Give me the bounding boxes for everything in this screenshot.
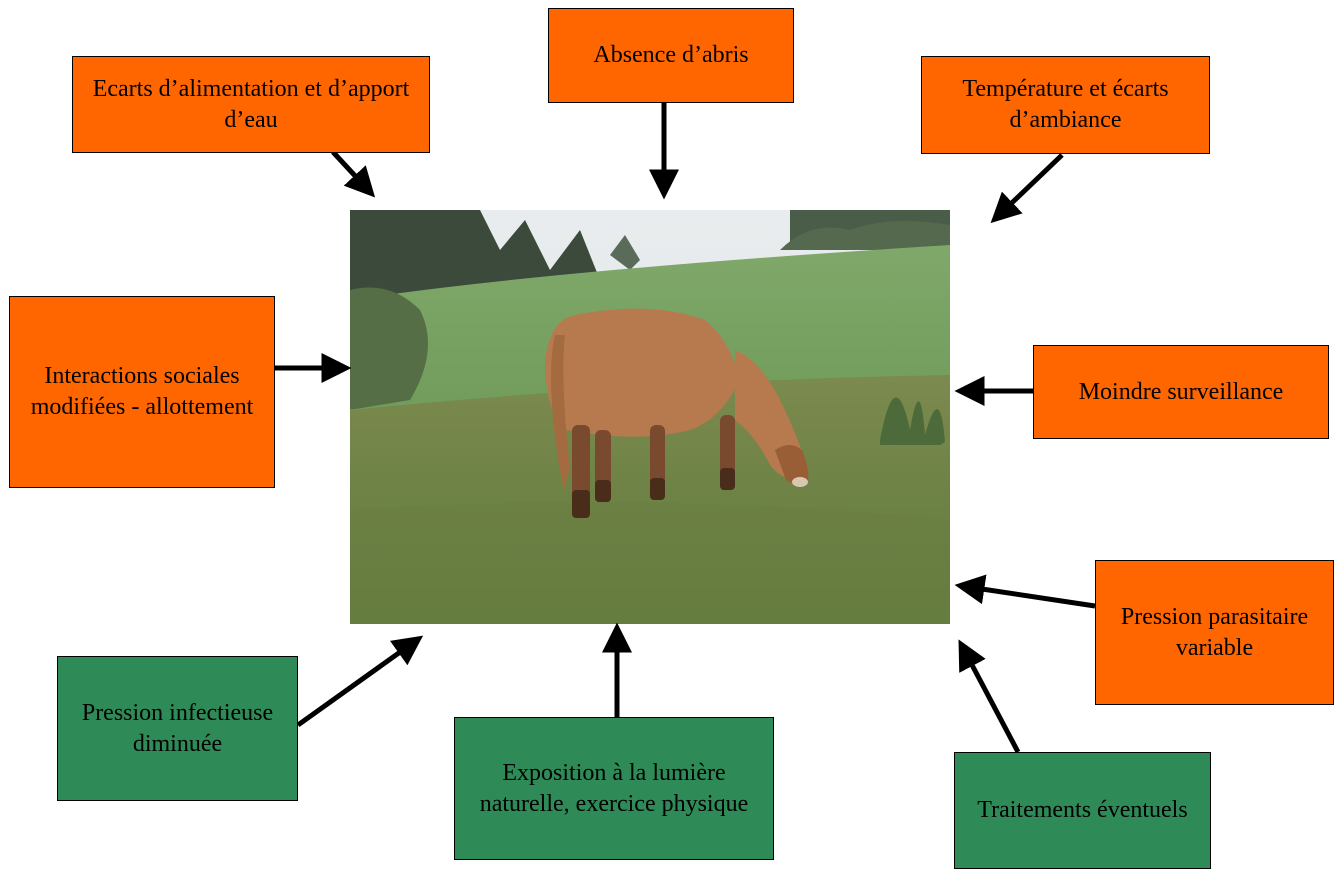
factor-shelter: Absence d’abris (548, 8, 794, 103)
factor-light: Exposition à la lumière naturelle, exerc… (454, 717, 774, 860)
factor-temperature: Température et écarts d’ambiance (921, 56, 1210, 154)
factor-parasites: Pression parasitaire variable (1095, 560, 1334, 705)
factor-treatments: Traitements éventuels (954, 752, 1211, 869)
cow-pasture-photo (350, 210, 950, 624)
factor-infection: Pression infectieuse diminuée (57, 656, 298, 801)
arrow-parasites (954, 574, 1096, 609)
arrow-temperature (990, 153, 1064, 224)
arrow-treatments (958, 639, 1021, 754)
factor-surveillance: Moindre surveillance (1033, 345, 1329, 439)
factor-social: Interactions sociales modifiées - allott… (9, 296, 275, 488)
factor-feeding: Ecarts d’alimentation et d’apport d’eau (72, 56, 430, 153)
arrow-feeding (331, 150, 376, 198)
arrow-infection (296, 635, 424, 728)
